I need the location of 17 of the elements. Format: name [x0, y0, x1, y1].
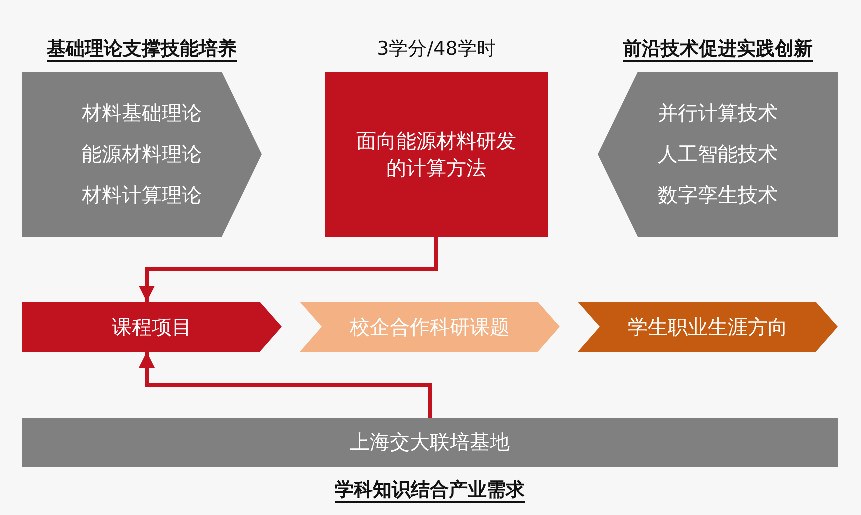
- node-label: 人工智能技术: [658, 141, 778, 168]
- section-heading: 基础理论支撑技能培养: [47, 38, 237, 62]
- node-label: 面向能源材料研发的计算方法: [356, 128, 518, 182]
- section-heading: 前沿技术促进实践创新: [623, 38, 813, 62]
- section-heading: 学科知识结合产业需求: [335, 479, 525, 503]
- node-label: 课程项目: [112, 314, 192, 340]
- node-label: 材料基础理论: [82, 100, 202, 127]
- node-label: 上海交大联培基地: [350, 429, 510, 456]
- arrow: [139, 352, 432, 418]
- node-label: 并行计算技术: [658, 100, 778, 127]
- node-label: 能源材料理论: [82, 141, 202, 168]
- arrow: [139, 237, 438, 302]
- credit-hours-label: 3学分/48学时: [377, 38, 496, 60]
- node-label: 学生职业生涯方向: [628, 314, 788, 340]
- node-label: 材料计算理论: [82, 182, 202, 209]
- node-label: 数字孪生技术: [658, 182, 778, 209]
- node-label: 校企合作科研课题: [350, 314, 510, 340]
